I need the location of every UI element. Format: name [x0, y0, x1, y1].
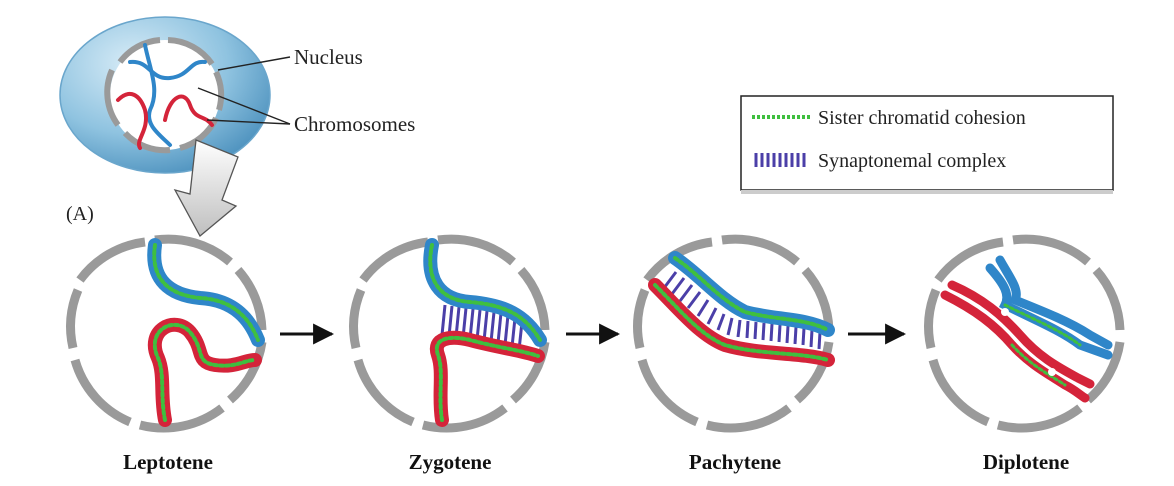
diplotene-envelope [924, 234, 1125, 433]
chromosomes-label: Chromosomes [294, 112, 415, 136]
stage-pachytene [633, 234, 835, 433]
diplotene-red-chromosome [940, 280, 1095, 403]
diplotene-chiasmata [1001, 308, 1064, 376]
stage-label-zygotene: Zygotene [409, 450, 492, 474]
stage-label-diplotene: Diplotene [983, 450, 1069, 474]
label-leaders [197, 56, 291, 125]
stage-diplotene [924, 234, 1125, 433]
stage-leptotene [66, 234, 267, 433]
panel-label: (A) [66, 203, 94, 225]
nucleus-label: Nucleus [294, 45, 363, 69]
leptotene-red-chromosome [147, 317, 262, 427]
leptotene-blue-chromosome [147, 238, 265, 347]
diplotene-blue-chromosome [985, 255, 1113, 360]
pachytene-synaptonemal-complex [662, 271, 822, 350]
zygotene-red-chromosome [429, 330, 545, 427]
nucleus-chromosomes [116, 43, 214, 150]
legend-synaptonemal-swatch [754, 153, 806, 167]
legend-cohesion-label: Sister chromatid cohesion [818, 107, 1026, 129]
pachytene-blue-chromosome [668, 251, 835, 337]
pachytene-envelope [633, 234, 834, 433]
cell-overview [59, 16, 271, 174]
stage-label-pachytene: Pachytene [689, 450, 781, 474]
zoom-arrow [173, 139, 239, 238]
stage-zygotene [349, 234, 550, 433]
legend-synaptonemal-label: Synaptonemal complex [818, 150, 1006, 172]
legend-box: Sister chromatid cohesion Synaptonemal c… [740, 95, 1114, 194]
stage-label-leptotene: Leptotene [123, 450, 213, 474]
leptotene-envelope [66, 234, 267, 433]
pachytene-red-chromosome [648, 278, 835, 367]
zygotene-envelope [349, 234, 550, 433]
zygotene-blue-chromosome [423, 238, 547, 347]
